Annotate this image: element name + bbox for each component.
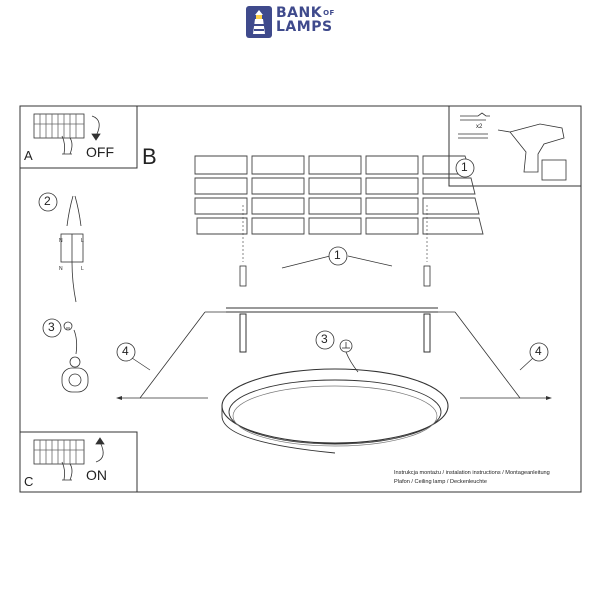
callout-circle-wiring xyxy=(38,192,58,212)
drill-guides xyxy=(242,205,428,262)
panel-c-box xyxy=(20,431,138,492)
callout-anchor-number: 1 xyxy=(334,248,341,262)
bank-of-lamps-logo: BANKOF LAMPS xyxy=(246,6,354,40)
callout-circle-clip-left xyxy=(116,342,136,362)
lighthouse-icon xyxy=(246,6,272,38)
tools-illustration xyxy=(458,112,567,181)
callout-circles xyxy=(38,158,549,362)
panel-c-action: ON xyxy=(86,467,107,483)
ceiling-lamp xyxy=(221,368,449,454)
tile-row-3 xyxy=(194,197,480,215)
callout-circle-ground-main xyxy=(315,330,335,350)
brand-of: OF xyxy=(323,9,335,17)
callout-wiring-number: 2 xyxy=(44,194,51,208)
screws-quantity: x2 xyxy=(476,124,483,130)
callout-clip-left-number: 4 xyxy=(122,344,129,358)
panel-c-letter: C xyxy=(24,474,34,489)
outer-frame xyxy=(19,105,582,493)
panel-a-illustration xyxy=(33,113,101,155)
callout-circle-clip-right xyxy=(529,342,549,362)
panel-b-letter: B xyxy=(142,144,157,169)
tile-row-2 xyxy=(194,177,476,195)
ceiling-tiles xyxy=(194,155,484,235)
panel-a-action: OFF xyxy=(86,144,114,160)
caption-product: Plafon / Ceiling lamp / Deckenleuchte xyxy=(394,479,487,485)
caption-instructions: Instrukcja montażu / instalation instruc… xyxy=(394,470,550,476)
wire-label-l-top: L xyxy=(81,238,84,244)
panel-c-illustration xyxy=(33,437,105,481)
callout-1-leaders xyxy=(281,255,393,269)
ground-terminal xyxy=(61,321,89,393)
ground-symbol-main xyxy=(339,339,359,373)
mounting-bracket xyxy=(226,307,438,353)
panel-a-letter: A xyxy=(24,148,33,163)
callout-clip-right-number: 4 xyxy=(535,344,542,358)
wire-label-n-top: N xyxy=(59,238,63,244)
callout-ground-side-number: 3 xyxy=(48,320,55,334)
perspective-lines xyxy=(120,311,548,399)
tile-row-4 xyxy=(196,217,484,235)
brand-line2: LAMPS xyxy=(276,19,333,35)
callout-tools-number: 1 xyxy=(461,160,468,174)
callout-4-leaders xyxy=(131,357,534,371)
wire-label-n-bottom: N xyxy=(59,266,63,272)
tile-row-1 xyxy=(194,155,472,175)
callout-circle-tools xyxy=(455,158,475,178)
brand-line1: BANK xyxy=(276,5,323,21)
tools-box xyxy=(448,106,581,187)
callout-ground-main-number: 3 xyxy=(321,332,328,346)
callout-circle-ground-side xyxy=(42,318,62,338)
panel-a-box xyxy=(20,106,138,169)
wall-plugs xyxy=(239,265,431,287)
callout-circle-anchor xyxy=(328,246,348,266)
wiring-connector xyxy=(60,195,84,303)
clip-arrows xyxy=(116,396,552,400)
wire-label-l-bottom: L xyxy=(81,266,84,272)
